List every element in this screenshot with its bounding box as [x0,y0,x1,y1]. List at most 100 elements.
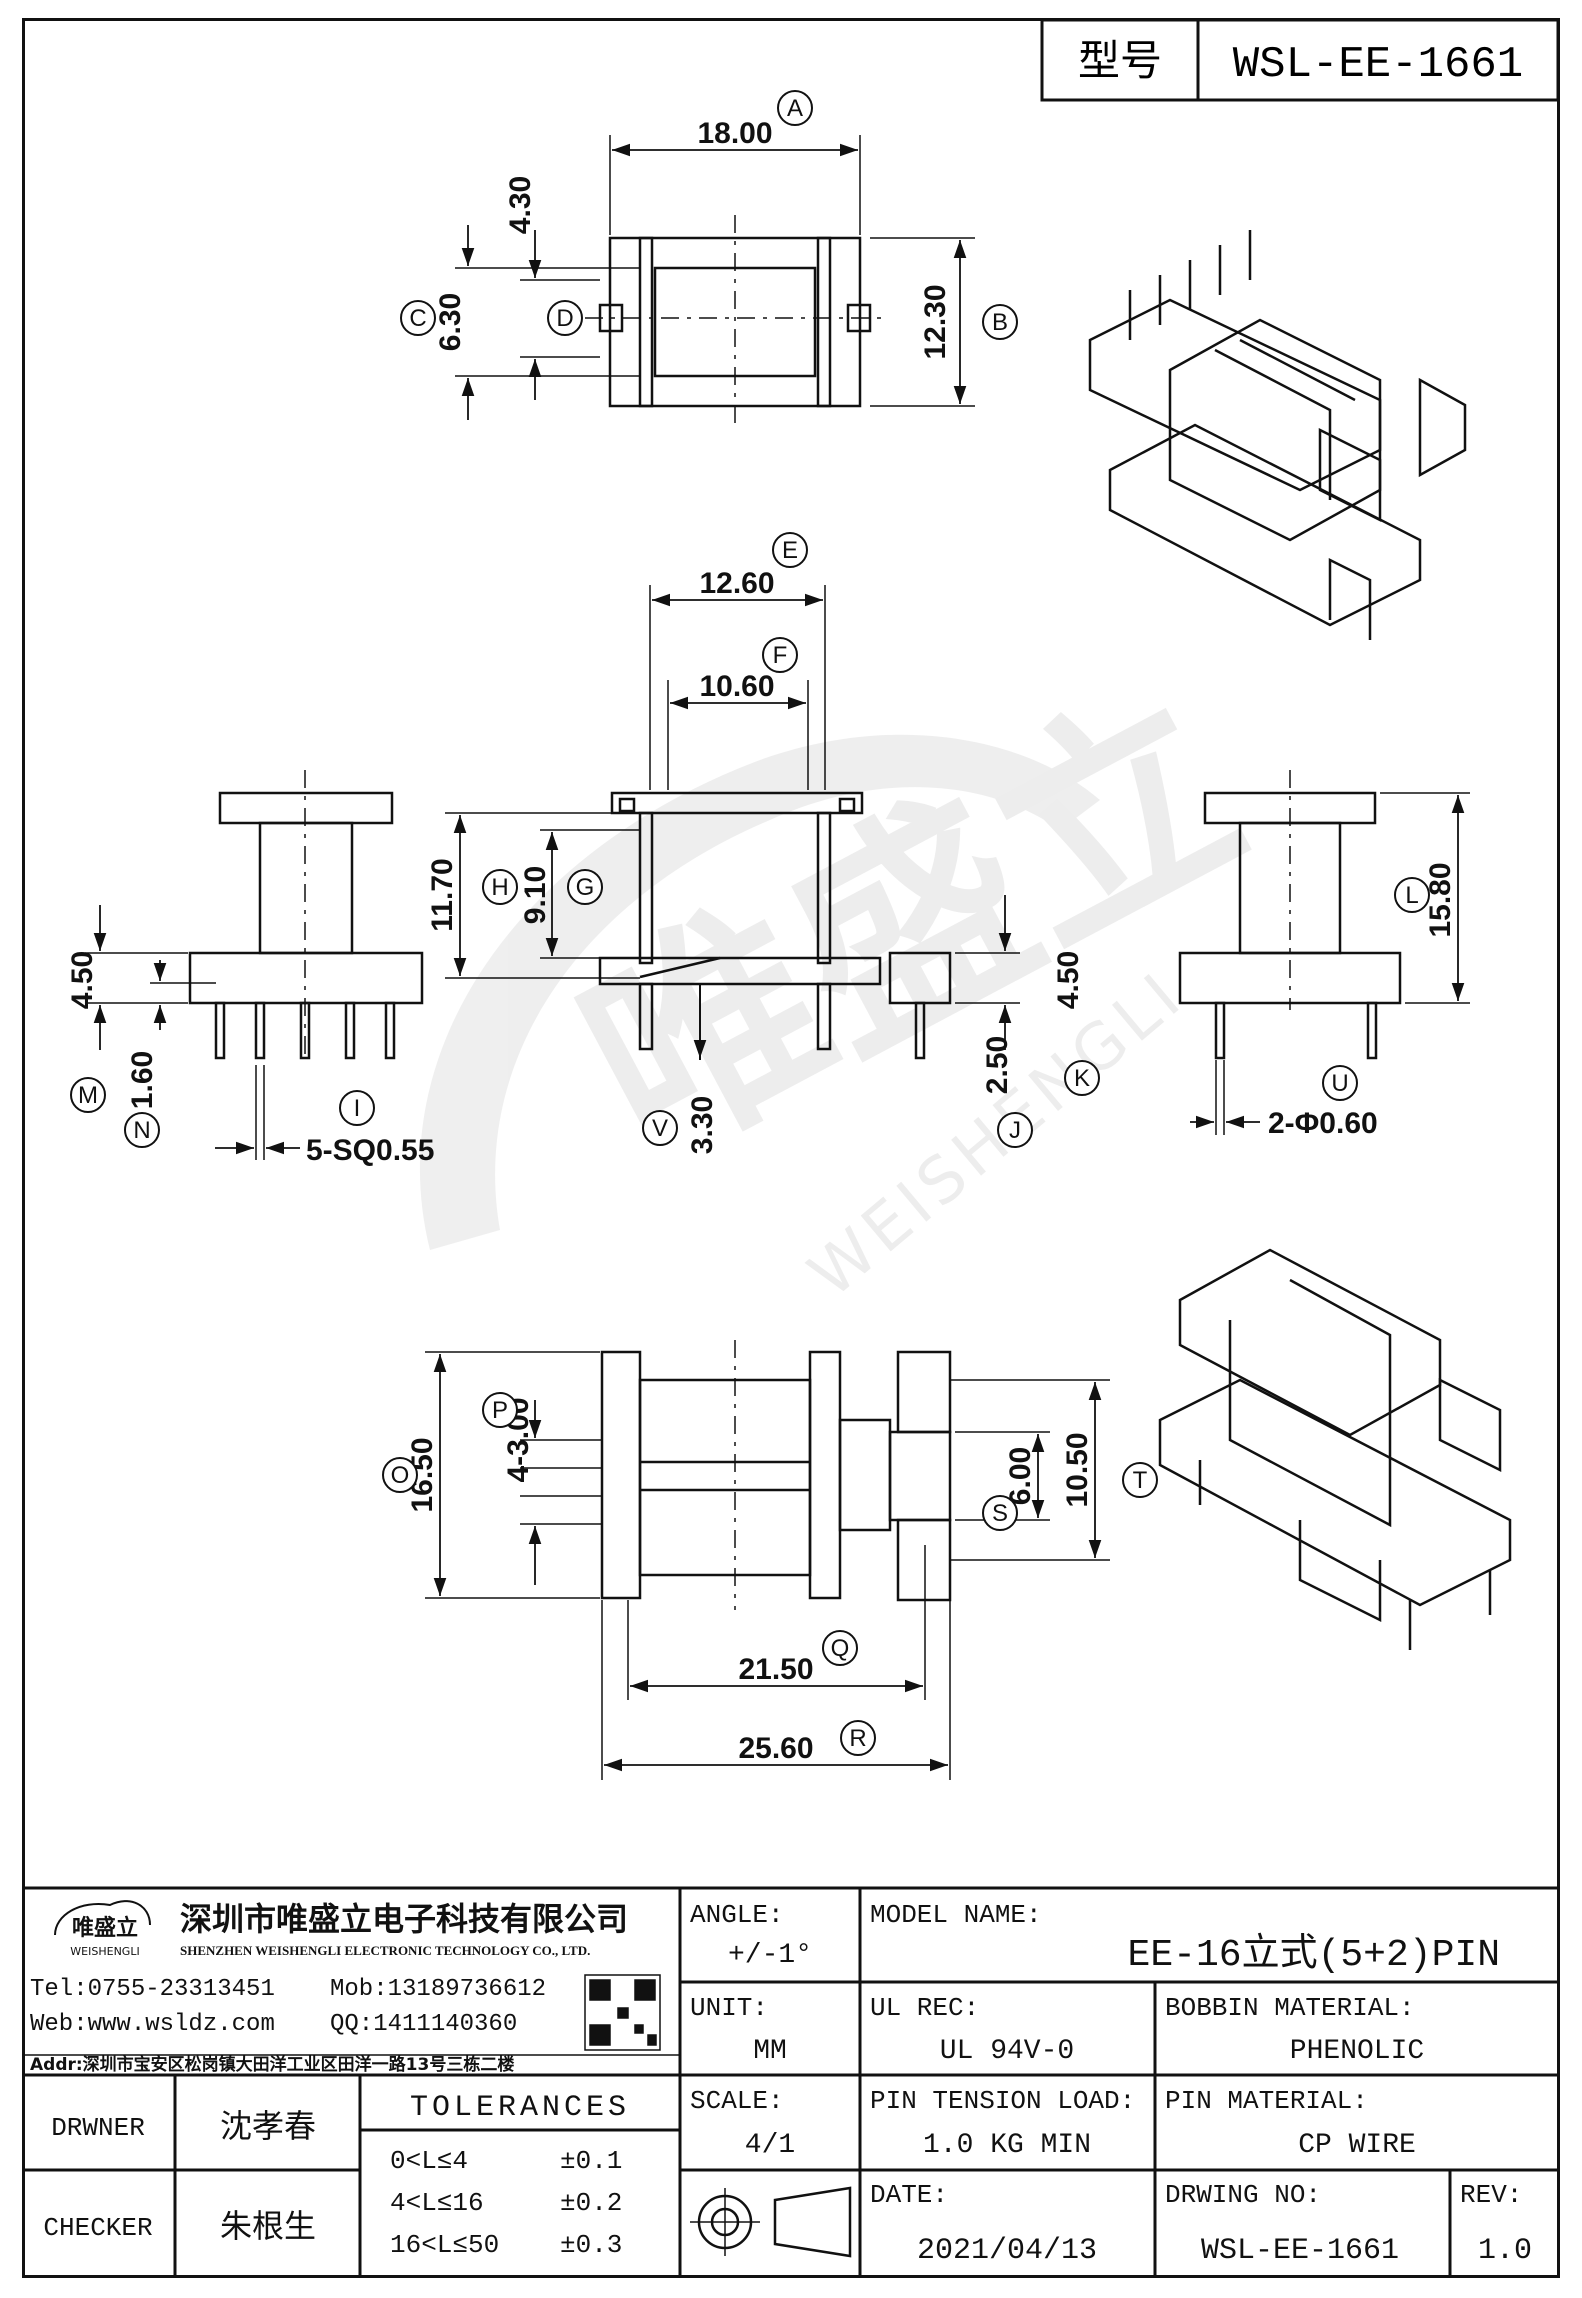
bobbin-label: BOBBIN MATERIAL: [1165,1993,1415,2023]
title-box: 型号 WSL-EE-1661 [1040,18,1560,102]
left-side-view [188,770,424,1060]
ul-label: UL REC: [870,1993,979,2023]
callout-letter: U [1331,1070,1348,1097]
company-mob: Mob:13189736612 [330,1976,546,2003]
callout-letter: C [409,305,426,332]
tol-range-2: 16<L≤50 [390,2230,499,2260]
dim-text-a: 18.00 [697,117,772,150]
company-addr: Addr:深圳市宝安区松岗镇大田洋工业区田洋一路13号三栋二楼 [30,2054,514,2075]
tension-label: PIN TENSION LOAD: [870,2086,1135,2116]
callout-letter: K [1074,1065,1090,1092]
dim-text-g: 9.10 [519,866,552,924]
dim-text-j: 2.50 [981,1036,1014,1094]
callout-letter: G [576,874,595,901]
callout-d: D [547,300,583,336]
dim-text-i: 5-SQ0.55 [306,1134,434,1167]
pin-material-label: PIN MATERIAL: [1165,2086,1368,2116]
dim-text-4-30: 4.30 [504,176,537,234]
title-box-model: WSL-EE-1661 [1233,40,1523,90]
dim-text-b: 12.30 [919,284,952,359]
rev-label: REV: [1460,2180,1522,2210]
callout-letter: I [354,1095,361,1122]
callout-g: G [567,869,603,905]
checker-value: 朱根生 [220,2207,316,2245]
dim-text-v: 3.30 [686,1096,719,1154]
callout-f: F [762,637,798,673]
dim-text-e: 12.60 [699,567,774,600]
callout-letter: M [78,1082,98,1109]
dim-text-r: 25.60 [738,1732,813,1765]
callout-letter: O [391,1462,410,1489]
unit-value: MM [753,2036,787,2067]
callout-a: A [777,90,813,126]
ul-value: UL 94V-0 [940,2036,1074,2067]
watermark: 唯盛立 WEISHENGLI [419,648,1280,1312]
scale-label: SCALE: [690,2086,784,2116]
callout-i: I [339,1090,375,1126]
callout-m: M [70,1077,106,1113]
callout-n: N [124,1112,160,1148]
drawing-frame [22,18,1560,2278]
bottom-view [600,1340,952,1610]
callout-letter: B [992,309,1008,336]
dim-text-q: 21.50 [738,1653,813,1686]
callout-r: R [840,1720,876,1756]
callout-letter: P [492,1397,508,1424]
tolerances-label: TOLERANCES [410,2091,630,2125]
callout-letter: Q [831,1635,850,1662]
bobbin-value: PHENOLIC [1290,2036,1424,2067]
tol-value-2: ±0.3 [560,2230,622,2260]
company-logo-text: 唯盛立 [72,1915,138,1941]
callout-l: L [1394,877,1430,913]
company-web: Web:www.wsldz.com [30,2011,275,2038]
dim-text-h: 11.70 [426,858,459,931]
company-logo-sub: WEISHENGLI [70,1945,139,1958]
scale-value: 4/1 [745,2130,795,2161]
callout-o: O [382,1457,418,1493]
model-name-label: MODEL NAME: [870,1900,1042,1930]
callout-letter: N [133,1117,150,1144]
dim-text-s: 6.00 [1004,1447,1037,1505]
projection-symbol-icon [690,2186,852,2258]
right-side-view [1178,770,1402,1060]
callout-letter: F [773,642,788,669]
callout-letter: D [556,305,573,332]
dim-text-u: 2-Φ0.60 [1268,1107,1378,1140]
tol-range-1: 4<L≤16 [390,2188,484,2218]
tol-value-0: ±0.1 [560,2146,622,2176]
callout-letter: A [787,95,803,122]
unit-label: UNIT: [690,1993,768,2023]
callout-u: U [1322,1065,1358,1101]
callout-b: B [982,304,1018,340]
callout-p: P [482,1392,518,1428]
callout-letter: J [1009,1117,1021,1144]
callout-letter: T [1133,1467,1148,1494]
dim-text-c: 6.30 [434,293,467,351]
title-block-grid [22,1886,1560,2278]
callout-h: H [482,869,518,905]
title-box-label: 型号 [1078,36,1162,85]
checker-label: CHECKER [43,2213,152,2243]
callout-c: C [400,300,436,336]
dim-text-f: 10.60 [699,670,774,703]
qr-code [584,1974,661,2051]
date-label: DATE: [870,2180,948,2210]
dim-text-t: 10.50 [1061,1432,1094,1507]
top-view [585,215,885,430]
date-value: 2021/04/13 [917,2234,1097,2268]
company-tel: Tel:0755-23313451 [30,1976,275,2003]
tol-range-0: 0<L≤4 [390,2146,468,2176]
watermark-swoosh [419,734,1100,1250]
callout-letter: V [652,1115,668,1142]
dim-text-k: 4.50 [1052,951,1085,1009]
callout-s: S [982,1495,1018,1531]
dim-text-l: 15.80 [1424,862,1457,937]
pin-material-value: CP WIRE [1298,2130,1416,2161]
iso-view-bottom [1158,1248,1512,1650]
drawer-value: 沈孝春 [220,2107,316,2145]
angle-value: +/-1° [728,1940,812,1971]
callout-v: V [642,1110,678,1146]
rev-value: 1.0 [1478,2234,1532,2268]
callout-letter: H [491,874,508,901]
